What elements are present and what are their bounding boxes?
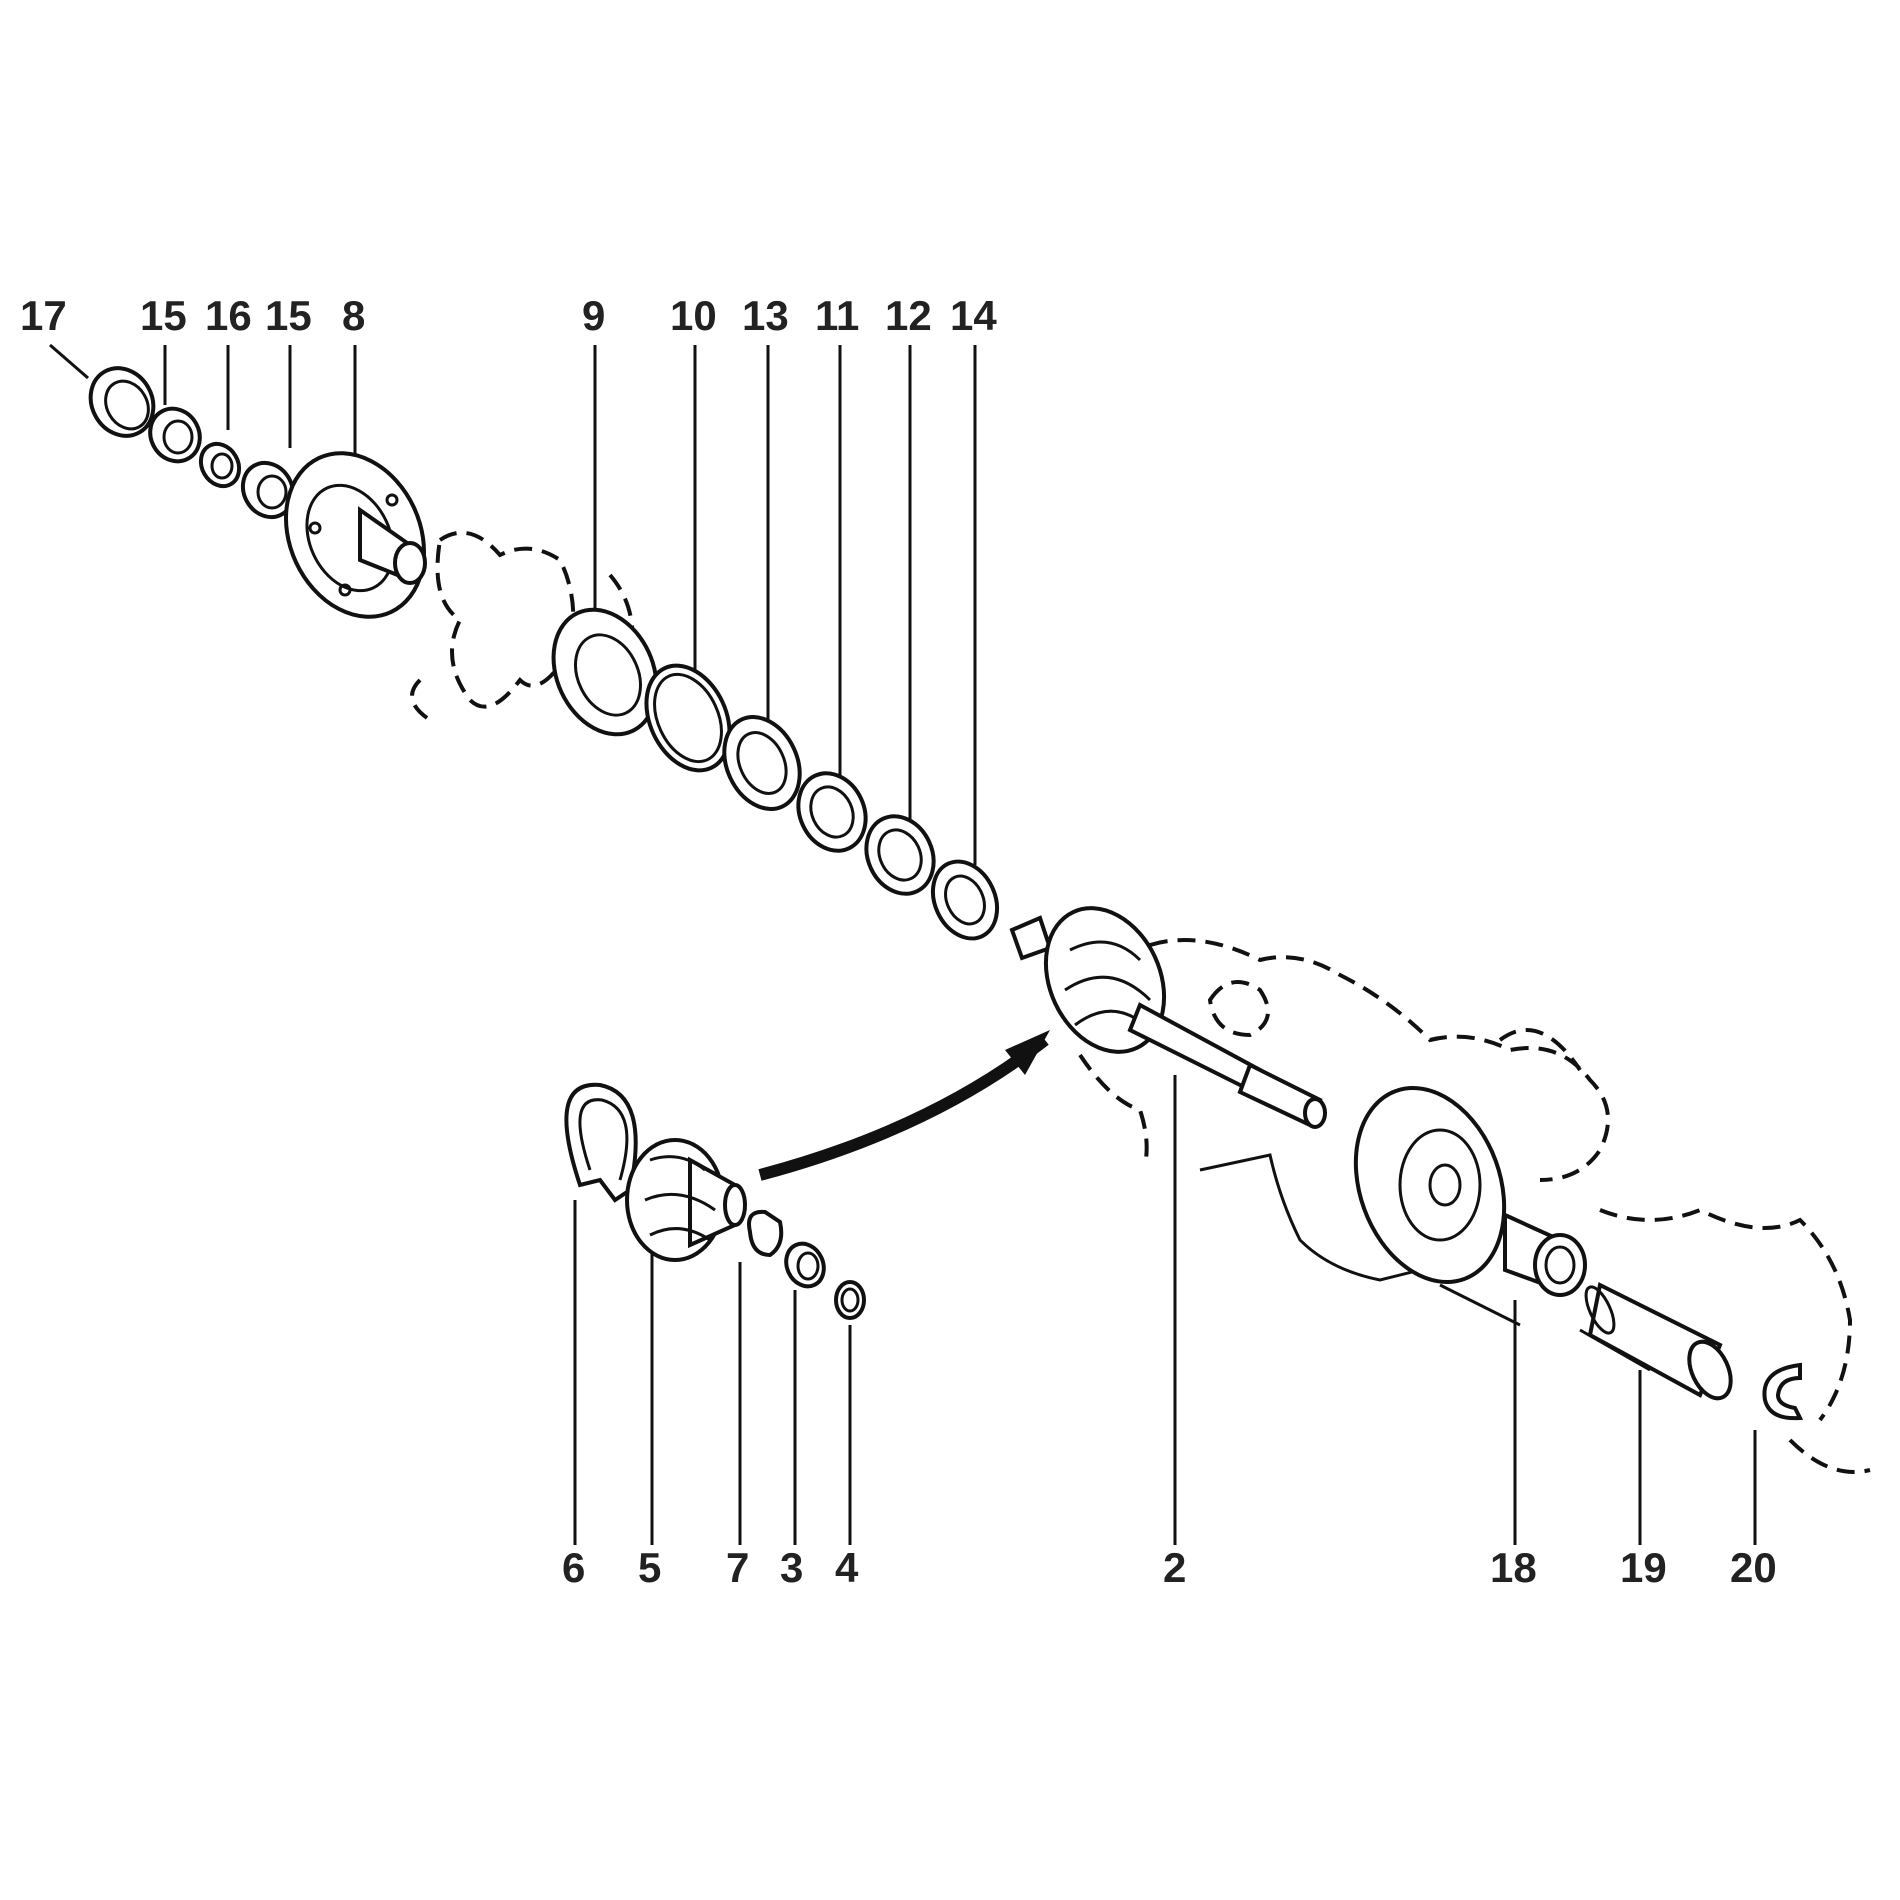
part-13-seal <box>722 715 802 811</box>
callout-3: 3 <box>780 1544 803 1591</box>
callout-15-a: 15 <box>140 292 187 339</box>
callout-14: 14 <box>950 292 997 339</box>
callout-2: 2 <box>1163 1544 1186 1591</box>
transaxle-housing <box>1199 1086 1651 1372</box>
callouts-top: 17 15 16 15 8 9 10 13 11 12 14 <box>20 292 997 339</box>
part-5-cv-boot <box>625 1138 747 1262</box>
callout-15-b: 15 <box>265 292 312 339</box>
callout-9: 9 <box>582 292 605 339</box>
part-19-tube <box>1584 1282 1733 1401</box>
part-4-circlip <box>834 1280 866 1320</box>
part-14-seal <box>930 859 1000 941</box>
callout-8: 8 <box>342 292 365 339</box>
callout-16: 16 <box>205 292 252 339</box>
callout-7: 7 <box>726 1544 749 1591</box>
callout-10: 10 <box>670 292 717 339</box>
part-7-clip <box>747 1209 784 1258</box>
callout-6: 6 <box>562 1544 585 1591</box>
callouts-bottom: 6 5 7 3 4 2 18 19 20 <box>562 1544 1777 1591</box>
callout-20: 20 <box>1730 1544 1777 1591</box>
part-10-snap-ring <box>644 663 732 773</box>
part-2-drive-shaft <box>1009 906 1327 1129</box>
callout-11: 11 <box>815 292 859 339</box>
assembly-arrow <box>758 1030 1050 1181</box>
part-3-spacer <box>784 1241 826 1289</box>
part-9-seal <box>551 607 659 737</box>
part-8-wheel-hub <box>284 451 427 619</box>
part-17-hub-cap <box>88 366 156 438</box>
callout-4: 4 <box>835 1544 859 1591</box>
part-15-nut-a <box>148 406 202 464</box>
leader-lines <box>49 343 1757 1545</box>
part-18-sleeve <box>1503 1211 1587 1297</box>
part-6-boot-clamp <box>564 1082 638 1203</box>
callout-19: 19 <box>1620 1544 1667 1591</box>
callout-13: 13 <box>742 292 789 339</box>
part-12-bearing <box>864 814 936 896</box>
part-15-nut-b <box>240 460 296 520</box>
part-16-washer <box>198 441 242 489</box>
callout-5: 5 <box>638 1544 661 1591</box>
part-20-retaining-clip <box>1762 1362 1804 1421</box>
callout-18: 18 <box>1490 1544 1537 1591</box>
steering-knuckle-outline <box>410 530 635 722</box>
callout-12: 12 <box>885 292 932 339</box>
callout-17: 17 <box>20 292 67 339</box>
part-11-bearing <box>796 771 868 853</box>
transaxle-housing-outline <box>1078 938 1871 1474</box>
